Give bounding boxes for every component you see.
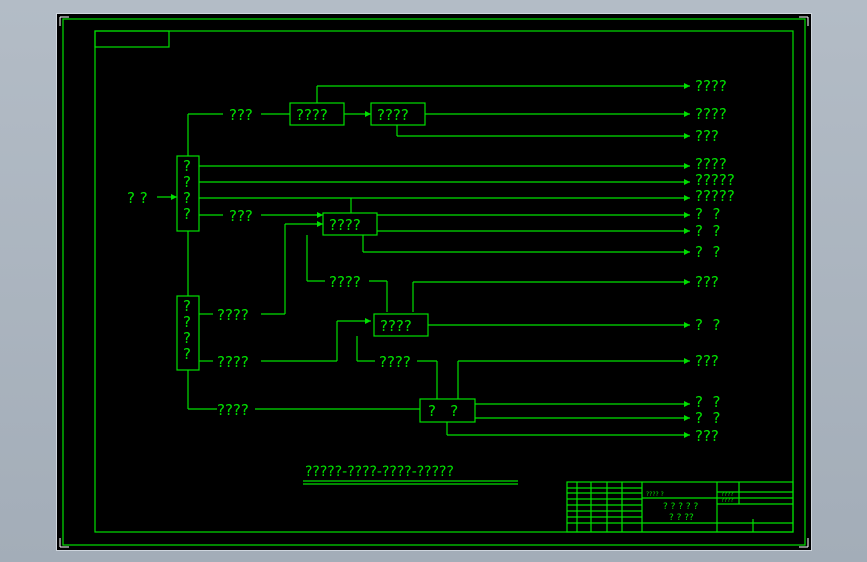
output-label: ??? bbox=[695, 127, 719, 145]
process-box-1-label: ???? bbox=[296, 106, 328, 124]
inner-border bbox=[94, 30, 794, 533]
arrowheads bbox=[171, 83, 690, 438]
process-box-2 bbox=[370, 102, 426, 126]
title-block-name-line-1: ? ? ? ? ? bbox=[663, 502, 699, 512]
branch-label-1: ??? bbox=[229, 106, 253, 124]
splitter-top-box bbox=[176, 155, 200, 232]
title-block: ???? ? ???? ???? ? ? ? ? ? ? ? ?? bbox=[566, 481, 794, 533]
outer-border bbox=[62, 18, 806, 546]
output-label: ? ? bbox=[695, 205, 720, 223]
output-label: ??? bbox=[695, 352, 719, 370]
title-block-name-line-2: ? ? ?? bbox=[669, 513, 694, 523]
process-box-1 bbox=[289, 102, 345, 126]
output-label: ? ? bbox=[695, 316, 720, 334]
process-box-5-label: ? ? bbox=[428, 402, 458, 420]
cad-drawing-viewport[interactable]: ? ? ???? ???? ??? ??? ???? ???? ???? ???… bbox=[56, 13, 812, 551]
input-label: ? ? bbox=[127, 189, 148, 207]
title-block-code-3: ???? bbox=[721, 497, 734, 504]
output-label: ? ? bbox=[695, 409, 720, 427]
output-label: ? ? bbox=[695, 393, 720, 411]
output-label: ? ? bbox=[695, 243, 720, 261]
splitter-bottom-box bbox=[176, 295, 200, 371]
diagram-caption: ?????-????-????-????? bbox=[305, 464, 454, 480]
connection-lines bbox=[157, 85, 690, 436]
process-box-4-label: ???? bbox=[380, 317, 412, 335]
process-box-3-label: ???? bbox=[329, 216, 361, 234]
title-block-code-2: ???? bbox=[721, 491, 734, 498]
output-label: ???? bbox=[695, 105, 727, 123]
process-flow-diagram: ? ? ???? ???? ??? ??? ???? ???? ???? ???… bbox=[59, 16, 809, 548]
output-label: ??? bbox=[695, 273, 719, 291]
branch-label-2: ??? bbox=[229, 207, 253, 225]
output-label: ???? bbox=[695, 155, 727, 173]
title-block-code-1: ???? ? bbox=[646, 491, 664, 498]
frame-corner-marks bbox=[59, 16, 809, 548]
branch-label-5: ???? bbox=[217, 401, 249, 419]
output-label: ???? bbox=[695, 77, 727, 95]
splitter-bottom-label: ???? bbox=[183, 297, 191, 363]
process-box-3 bbox=[322, 212, 378, 236]
process-box-5 bbox=[419, 398, 476, 423]
output-labels: ???? ???? ??? ???? ????? ????? ? ? ? ? ?… bbox=[695, 77, 735, 445]
branch-label-4: ???? bbox=[379, 353, 411, 371]
process-box-2-label: ???? bbox=[377, 106, 409, 124]
process-box-4 bbox=[373, 313, 429, 337]
output-label: ????? bbox=[695, 187, 735, 205]
corner-label-box bbox=[94, 30, 170, 48]
splitter-top-label: ???? bbox=[183, 157, 191, 223]
branch-label-7: ???? bbox=[217, 353, 249, 371]
output-label: ??? bbox=[695, 427, 719, 445]
output-label: ? ? bbox=[695, 222, 720, 240]
branch-label-6: ???? bbox=[217, 306, 249, 324]
branch-label-3: ???? bbox=[329, 273, 361, 291]
output-label: ????? bbox=[695, 171, 735, 189]
